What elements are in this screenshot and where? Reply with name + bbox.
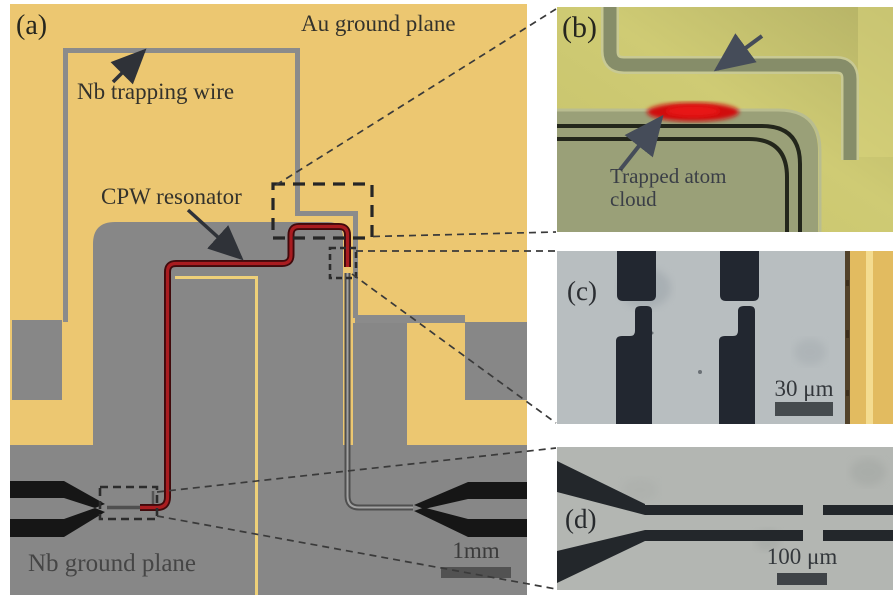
- arrow-to-resonator: [186, 208, 244, 261]
- feed-gap-upper-right: [823, 505, 893, 515]
- trapped-atom-text-line1: Trapped atom: [610, 164, 727, 188]
- trapped-atom-text-line2: cloud: [610, 187, 657, 211]
- arrow-to-trapping-wire: [110, 48, 147, 85]
- yellow-wire-line: [175, 276, 258, 595]
- coupler-1-lower: [616, 306, 652, 424]
- wire-ground-strap: [355, 315, 465, 323]
- gold-strip-highlight: [866, 251, 873, 424]
- feed-gap-lower-left: [645, 530, 803, 541]
- panel-a-label: (a): [16, 10, 48, 41]
- panel-d-label: (d): [565, 504, 597, 534]
- nb-ground-plane-text: Nb ground plane: [28, 550, 197, 577]
- speck-c1: [698, 370, 702, 374]
- feedline-core: [346, 273, 413, 509]
- smudge-c2: [794, 339, 826, 365]
- coupler-1-upper: [617, 251, 656, 301]
- coupler-2-lower: [719, 306, 755, 424]
- scale-label-100um: 100 μm: [766, 544, 838, 569]
- zoom-box-b: [271, 182, 374, 240]
- left-launcher-bottom: [10, 508, 105, 537]
- panel-b-label: (b): [562, 11, 597, 44]
- panel-b-bright-strip: [858, 7, 893, 157]
- atom-cloud-core: [666, 105, 720, 117]
- zoom-box-d: [98, 485, 159, 521]
- arrow-to-wire-b: [713, 33, 764, 72]
- arrow-to-atom-cloud: [618, 114, 664, 172]
- connector-a-b-bottom: [372, 231, 557, 238]
- connector-a-d-top: [156, 447, 557, 493]
- coupler-2-upper: [720, 251, 759, 301]
- panel-connector-lines: [156, 8, 557, 590]
- smudge-d1: [850, 458, 886, 486]
- gray-step-right: [465, 322, 527, 400]
- gold-speck-3: [846, 390, 849, 396]
- scale-label-1mm: 1mm: [452, 538, 500, 563]
- left-launcher-top: [10, 481, 105, 508]
- gold-speck-2: [846, 330, 849, 338]
- cpw-gap-outer: [557, 124, 802, 232]
- scale-bar-100um: [777, 573, 827, 585]
- gray-notch-left: [12, 320, 62, 400]
- chip-region-b: [557, 111, 818, 232]
- gray-step-mid: [353, 323, 407, 445]
- connector-a-d-bottom: [156, 515, 557, 590]
- right-launcher-top: [414, 482, 527, 509]
- feed-taper-upper: [557, 461, 645, 515]
- panel-a-schematic: [10, 4, 527, 595]
- nb-trapping-wire-text: Nb trapping wire: [77, 79, 235, 104]
- scale-label-30um: 30 μm: [774, 376, 834, 401]
- au-ground-plane-text: Au ground plane: [301, 11, 456, 36]
- zoom-box-c: [328, 246, 358, 280]
- panel-d-background: [557, 447, 893, 590]
- feed-gap-lower-right: [823, 530, 893, 541]
- connector-a-c-bottom: [351, 273, 557, 424]
- scale-bar-1mm: [441, 567, 511, 578]
- gold-speck-1: [846, 280, 849, 286]
- scale-bar-30um: [775, 402, 833, 416]
- panel-c-micrograph: [557, 251, 893, 424]
- feed-gap-upper-left: [645, 505, 803, 515]
- nb-trapping-wire-line: [63, 48, 358, 322]
- cpw-resonator-text: CPW resonator: [101, 184, 242, 209]
- right-launcher-bottom: [414, 507, 527, 537]
- cpw-gap-inner: [557, 137, 789, 232]
- panel-b-micrograph: [557, 7, 893, 232]
- chip-edge-highlight: [557, 108, 822, 232]
- smudge-d3: [622, 478, 658, 502]
- panel-d-micrograph: [557, 447, 893, 590]
- cpw-resonator-line: [140, 224, 350, 510]
- panel-c-label: (c): [567, 276, 597, 306]
- feed-taper-lower: [557, 530, 645, 583]
